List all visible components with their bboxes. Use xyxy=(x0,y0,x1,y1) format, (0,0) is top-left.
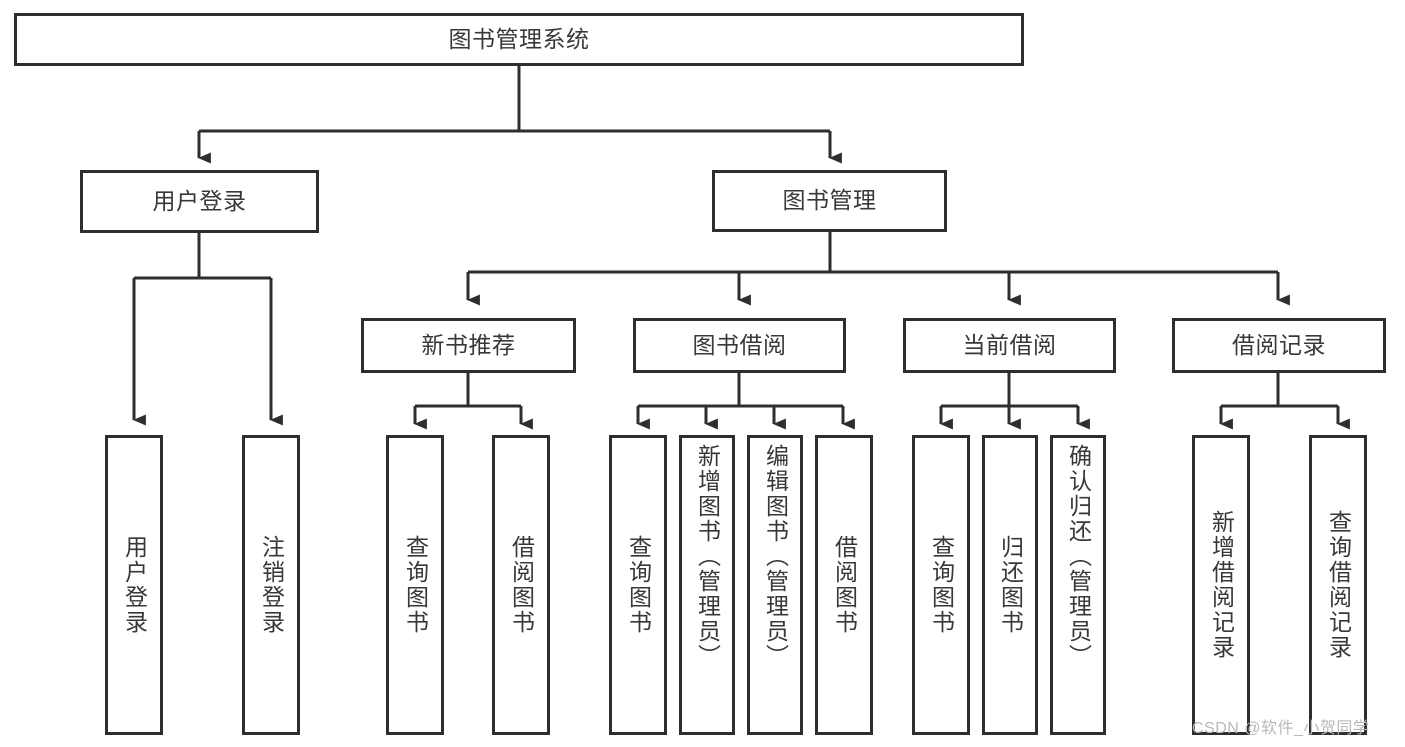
node-current-borrow[interactable]: 当前借阅 xyxy=(903,318,1116,373)
node-label-leaf-query-book-current: 查询图书 xyxy=(928,535,955,635)
node-label-leaf-add-borrow-record: 新增借阅记录 xyxy=(1208,510,1235,660)
node-root-book-management-system[interactable]: 图书管理系统 xyxy=(14,13,1024,66)
node-leaf-confirm-return[interactable]: 确认归还（管理员） xyxy=(1050,435,1106,735)
node-borrow-record[interactable]: 借阅记录 xyxy=(1172,318,1386,373)
node-label-leaf-return-book: 归还图书 xyxy=(997,535,1024,635)
node-leaf-borrow-book[interactable]: 借阅图书 xyxy=(815,435,873,735)
node-label-leaf-logout: 注销登录 xyxy=(258,535,285,635)
node-leaf-user-login[interactable]: 用户登录 xyxy=(105,435,163,735)
node-label-leaf-borrow-book-recommend: 借阅图书 xyxy=(508,535,535,635)
node-label-root: 图书管理系统 xyxy=(448,25,590,52)
node-label-leaf-confirm-return: 确认归还（管理员） xyxy=(1065,444,1092,669)
node-new-book-recommend[interactable]: 新书推荐 xyxy=(361,318,576,373)
node-label-leaf-query-book-borrow: 查询图书 xyxy=(625,535,652,635)
node-user-login[interactable]: 用户登录 xyxy=(80,170,319,233)
node-label-new-book-recommend: 新书推荐 xyxy=(421,331,516,358)
node-label-leaf-query-borrow-record: 查询借阅记录 xyxy=(1325,510,1352,660)
node-leaf-edit-book[interactable]: 编辑图书（管理员） xyxy=(747,435,803,735)
node-label-leaf-user-login: 用户登录 xyxy=(121,535,148,635)
node-label-leaf-add-book: 新增图书（管理员） xyxy=(694,444,721,669)
node-book-borrow[interactable]: 图书借阅 xyxy=(633,318,846,373)
node-leaf-query-book-recommend[interactable]: 查询图书 xyxy=(386,435,444,735)
node-leaf-borrow-book-recommend[interactable]: 借阅图书 xyxy=(492,435,550,735)
node-leaf-return-book[interactable]: 归还图书 xyxy=(982,435,1038,735)
node-label-leaf-borrow-book: 借阅图书 xyxy=(831,535,858,635)
node-label-book-borrow: 图书借阅 xyxy=(692,331,787,358)
node-label-leaf-edit-book: 编辑图书（管理员） xyxy=(762,444,789,669)
node-leaf-add-borrow-record[interactable]: 新增借阅记录 xyxy=(1192,435,1250,735)
node-label-user-login: 用户登录 xyxy=(152,187,247,214)
node-label-book-management: 图书管理 xyxy=(782,187,877,214)
node-leaf-query-borrow-record[interactable]: 查询借阅记录 xyxy=(1309,435,1367,735)
node-label-current-borrow: 当前借阅 xyxy=(962,331,1057,358)
node-label-leaf-query-book-recommend: 查询图书 xyxy=(402,535,429,635)
node-leaf-logout[interactable]: 注销登录 xyxy=(242,435,300,735)
node-book-management[interactable]: 图书管理 xyxy=(712,170,947,232)
node-leaf-query-book-borrow[interactable]: 查询图书 xyxy=(609,435,667,735)
node-leaf-add-book[interactable]: 新增图书（管理员） xyxy=(679,435,735,735)
node-label-borrow-record: 借阅记录 xyxy=(1232,331,1326,358)
node-leaf-query-book-current[interactable]: 查询图书 xyxy=(912,435,970,735)
